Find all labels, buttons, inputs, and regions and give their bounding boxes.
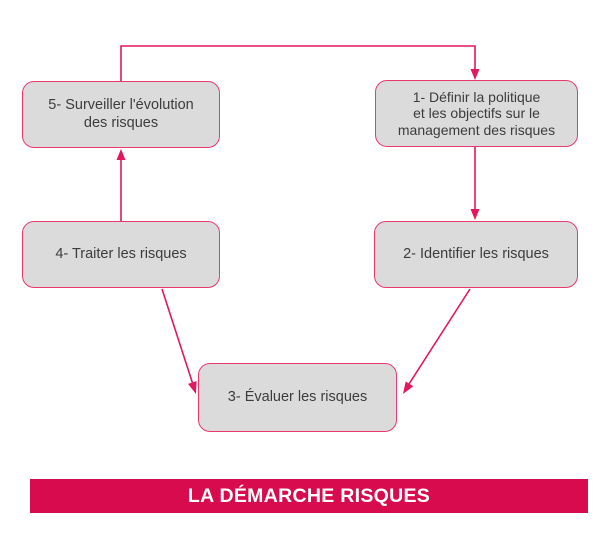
node-step-4-line: 4- Traiter les risques xyxy=(55,245,187,262)
arrowhead-into-3-right xyxy=(403,381,414,394)
arrowhead-into-3-left xyxy=(188,381,197,394)
node-step-2-line: 2- Identifier les risques xyxy=(403,245,549,262)
node-step-1-define-policy: 1- Définir la politique et les objectifs… xyxy=(375,80,578,147)
node-step-2-identify-risks: 2- Identifier les risques xyxy=(374,221,578,288)
node-step-4-treat-risks: 4- Traiter les risques xyxy=(22,221,220,288)
edge-2-to-3 xyxy=(408,288,471,385)
node-step-1-line: et les objectifs sur le xyxy=(413,105,540,122)
node-step-3-evaluate-risks: 3- Évaluer les risques xyxy=(198,363,397,432)
arrowhead-into-5 xyxy=(116,149,126,160)
node-step-1-line: management des risques xyxy=(397,121,556,138)
diagram-title: LA DÉMARCHE RISQUES xyxy=(187,484,431,507)
arrowhead-into-2 xyxy=(470,209,480,220)
node-step-5-line: 5- Surveiller l'évolution xyxy=(48,97,194,114)
node-step-3-line: 3- Évaluer les risques xyxy=(227,388,368,405)
node-step-5-monitor-risks: 5- Surveiller l'évolution des risques xyxy=(22,81,220,148)
arrowhead-into-1 xyxy=(470,69,480,80)
node-step-5-line: des risques xyxy=(83,114,159,131)
edge-4-to-3 xyxy=(161,288,194,384)
node-step-1-line: 1- Définir la politique xyxy=(412,88,541,105)
edge-5-to-1 xyxy=(120,45,476,81)
diagram-title-banner: LA DÉMARCHE RISQUES xyxy=(30,479,588,513)
